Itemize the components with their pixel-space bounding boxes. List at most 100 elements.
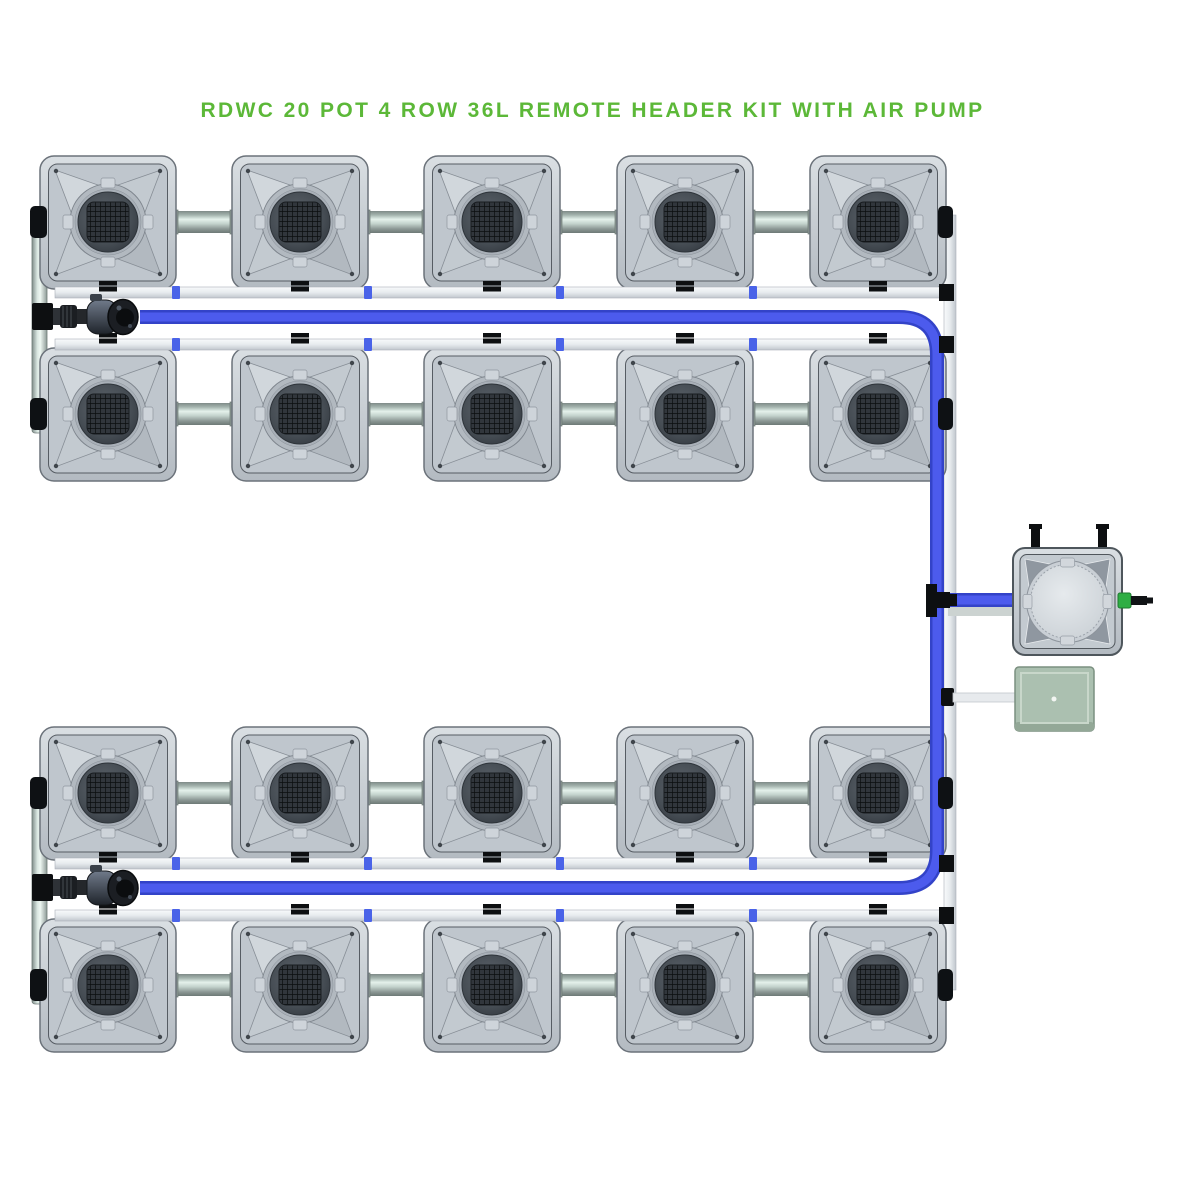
lid-tab	[719, 785, 731, 801]
mesh-insert	[856, 964, 900, 1006]
black-pipe-clip	[869, 338, 887, 344]
gray-interconnect-pipe	[554, 403, 623, 425]
lid-tab	[832, 214, 844, 230]
grow-pot-r1c1	[39, 155, 177, 290]
corner-screw	[349, 271, 355, 277]
lid-tab	[292, 1019, 308, 1031]
blue-pipe-clip	[172, 857, 180, 870]
black-pipe-clip	[99, 904, 117, 909]
mesh-insert	[470, 201, 514, 243]
valve-ridges	[62, 306, 72, 327]
blue-pipe-clip	[364, 286, 372, 299]
corner-screw	[53, 842, 59, 848]
grow-pot-r3c3	[423, 726, 561, 861]
black-pipe-clip	[483, 909, 501, 915]
corner-screw	[630, 360, 636, 366]
mesh-insert	[663, 393, 707, 435]
grow-pot-r3c2	[231, 726, 369, 861]
black-pipe-clip	[676, 338, 694, 344]
lid-tab	[446, 214, 458, 230]
corner-screw	[349, 168, 355, 174]
corner-screw	[245, 1034, 251, 1040]
mesh-insert	[278, 201, 322, 243]
blue-pipe-clip	[172, 338, 180, 351]
tank-lid-tab	[1060, 635, 1075, 646]
lid-tab	[292, 940, 308, 952]
black-pipe-clip	[483, 857, 501, 863]
mesh-insert	[278, 393, 322, 435]
lid-tab	[912, 406, 924, 422]
corner-screw	[245, 463, 251, 469]
lid-tab	[484, 177, 500, 189]
black-pipe-clip	[291, 338, 309, 344]
black-pipe-clip	[291, 904, 309, 909]
corner-screw	[734, 360, 740, 366]
mesh-insert	[86, 964, 130, 1006]
corner-screw	[245, 168, 251, 174]
grow-pot-r2c2	[231, 347, 369, 482]
mesh-insert	[856, 393, 900, 435]
black-pipe-clip	[483, 333, 501, 338]
tank-green-fitting	[1117, 592, 1132, 609]
lid-tab	[912, 977, 924, 993]
lid-tab	[334, 785, 346, 801]
grow-pot-r3c1	[39, 726, 177, 861]
lid-tab	[912, 214, 924, 230]
corner-screw	[437, 271, 443, 277]
lid-tab	[870, 448, 886, 460]
left-bulkhead-fitting	[30, 398, 47, 430]
corner-screw	[245, 739, 251, 745]
white-manifold-pipe	[54, 857, 954, 870]
left-bulkhead-fitting	[30, 206, 47, 238]
black-pipe-clip	[99, 286, 117, 292]
air-line-tube	[952, 692, 1016, 703]
corner-screw	[245, 271, 251, 277]
corner-screw	[53, 271, 59, 277]
gray-interconnect-pipe	[747, 211, 816, 233]
corner-screw	[349, 360, 355, 366]
lid-tab	[677, 748, 693, 760]
corner-screw	[541, 1034, 547, 1040]
pump-union	[53, 308, 60, 325]
water-pump-assembly	[32, 865, 139, 907]
lid-tab	[870, 1019, 886, 1031]
mesh-insert	[663, 772, 707, 814]
black-pipe-clip	[291, 909, 309, 915]
tank-handle	[1098, 526, 1107, 550]
black-pipe-clip	[483, 904, 501, 909]
grow-pot-r2c4	[616, 347, 754, 482]
lid-tab	[62, 977, 74, 993]
corner-screw	[157, 739, 163, 745]
lid-tab	[484, 940, 500, 952]
corner-screw	[630, 271, 636, 277]
lid-tab	[832, 785, 844, 801]
corner-screw	[734, 1034, 740, 1040]
tank-lid-tab	[1060, 557, 1075, 568]
lid-tab	[870, 940, 886, 952]
lid-tab	[100, 827, 116, 839]
corner-screw	[541, 739, 547, 745]
black-pipe-clip	[676, 904, 694, 909]
tank-fitting-tip	[1147, 597, 1153, 604]
corner-screw	[53, 739, 59, 745]
corner-screw	[349, 463, 355, 469]
corner-screw	[437, 842, 443, 848]
tank-handle	[1031, 526, 1040, 550]
pump-coupler	[77, 309, 87, 324]
black-pipe-clip	[291, 286, 309, 292]
corner-screw	[823, 168, 829, 174]
lid-tab	[292, 748, 308, 760]
corner-screw	[630, 1034, 636, 1040]
black-pipe-clip	[869, 333, 887, 338]
corner-screw	[349, 842, 355, 848]
grow-pot-r2c3	[423, 347, 561, 482]
pump-valve	[60, 305, 77, 328]
corner-screw	[734, 739, 740, 745]
tank-lid-cap	[1030, 564, 1105, 639]
black-pipe-clip	[291, 852, 309, 857]
right-bulkhead-fitting	[938, 969, 953, 1001]
corner-screw	[630, 463, 636, 469]
left-bulkhead-fitting	[30, 777, 47, 809]
black-pipe-clip	[869, 909, 887, 915]
